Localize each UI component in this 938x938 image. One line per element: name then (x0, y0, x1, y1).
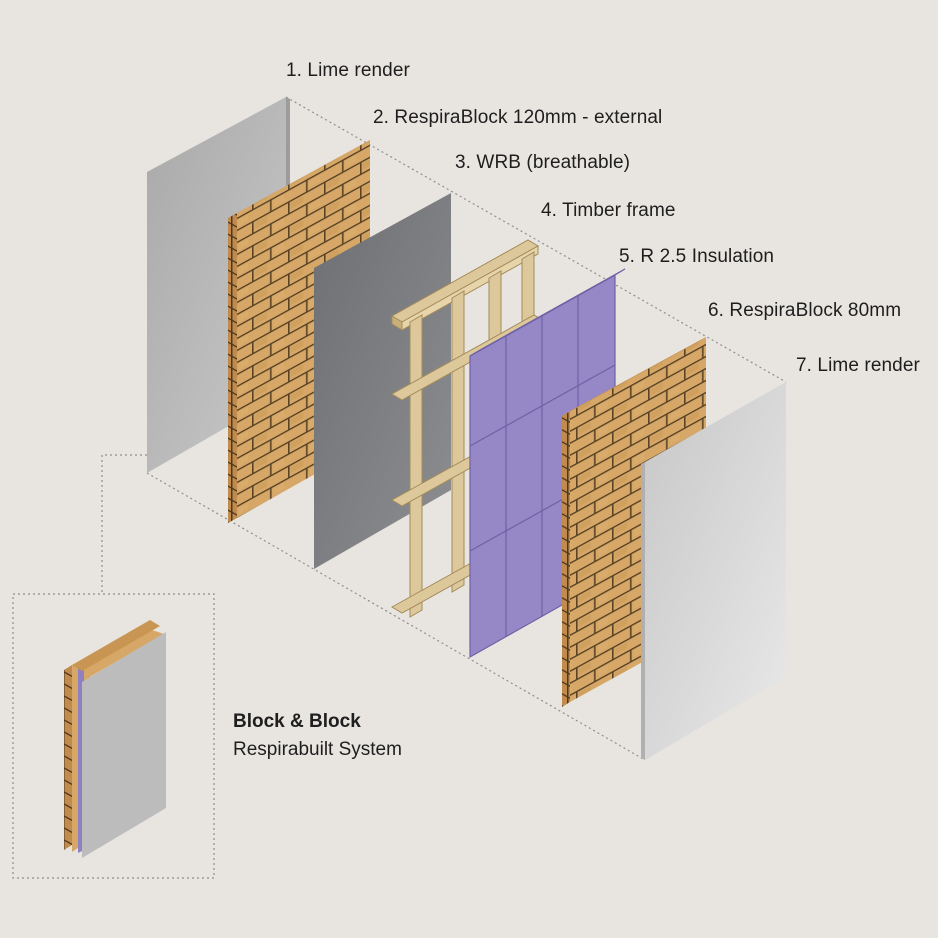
label-layer-5: 5. R 2.5 Insulation (619, 246, 775, 267)
inset-subtitle: Respirabuilt System (233, 739, 402, 760)
inset-title: Block & Block (233, 711, 361, 732)
label-layer-6: 6. RespiraBlock 80mm (708, 300, 902, 321)
label-layer-2: 2. RespiraBlock 120mm - external (373, 107, 663, 128)
layer-lime-render-inner (641, 382, 786, 760)
label-layer-4: 4. Timber frame (541, 200, 676, 221)
label-layer-3: 3. WRB (breathable) (455, 152, 631, 173)
label-layer-7: 7. Lime render (796, 355, 920, 376)
label-layer-1: 1. Lime render (286, 60, 410, 81)
inset-assembled-wall (64, 620, 166, 858)
